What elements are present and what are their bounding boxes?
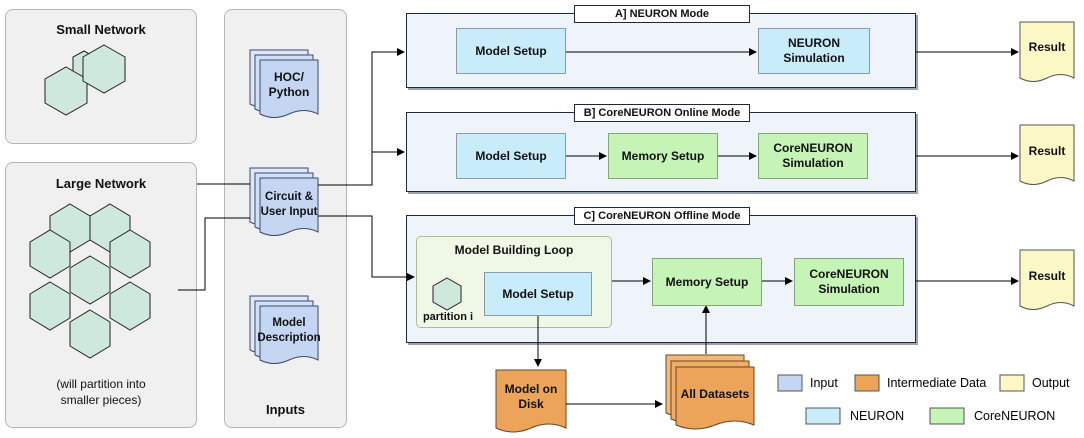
hoc-python-label: HOC/Python	[268, 70, 310, 99]
neuron-model-setup-box: Model Setup	[456, 28, 566, 74]
large-network-note-line2: smaller pieces)	[60, 392, 142, 407]
result-docs	[1019, 21, 1075, 310]
offline-memory-setup-box: Memory Setup	[652, 258, 762, 306]
result-label-a: Result	[1028, 39, 1066, 54]
result-label-b: Result	[1028, 143, 1066, 158]
large-network-hexagons	[29, 203, 151, 359]
all-datasets-doc	[665, 354, 755, 430]
legend-output-label: Output	[1032, 376, 1070, 390]
partition-hexagon	[432, 277, 462, 311]
neuron-mode-title: A] NEURON Mode	[574, 5, 750, 23]
model-description-doc	[249, 295, 319, 364]
small-network-title: Small Network	[56, 21, 146, 37]
online-model-setup-box: Model Setup	[456, 133, 566, 179]
legend-neuron-swatch	[805, 407, 841, 425]
large-network-note-line1: (will partition into	[56, 376, 146, 391]
connectors	[178, 48, 1019, 408]
legend-intermediate-label: Intermediate Data	[887, 376, 987, 390]
circuit-input-label: Circuit &User Input	[260, 191, 318, 218]
inputs-panel-title: Inputs	[266, 401, 305, 417]
circuit-input-doc	[249, 167, 319, 236]
partition-label: partition i	[422, 310, 474, 323]
legend-coreneuron-swatch	[929, 407, 965, 425]
offline-model-setup-box: Model Setup	[484, 272, 592, 316]
all-datasets-label: All Datasets	[680, 386, 750, 401]
legend-coreneuron-label: CoreNEURON	[974, 409, 1056, 423]
legend-intermediate-swatch	[854, 374, 880, 392]
coreneuron-offline-title: C] CoreNEURON Offline Mode	[574, 207, 750, 225]
result-label-c: Result	[1028, 268, 1066, 283]
large-network-title: Large Network	[55, 175, 147, 191]
model-on-disk-doc	[495, 369, 567, 433]
coreneuron-online-title: B] CoreNEURON Online Mode	[574, 104, 750, 122]
legend-output-swatch	[999, 374, 1025, 392]
hoc-python-doc	[249, 49, 319, 118]
legend-input-swatch	[777, 374, 803, 392]
legend-neuron-label: NEURON	[850, 409, 905, 423]
small-network-hexagons	[44, 44, 126, 116]
legend-input-label: Input	[810, 376, 838, 390]
model-building-loop-title: Model Building Loop	[454, 242, 574, 257]
online-memory-setup-box: Memory Setup	[608, 133, 718, 179]
